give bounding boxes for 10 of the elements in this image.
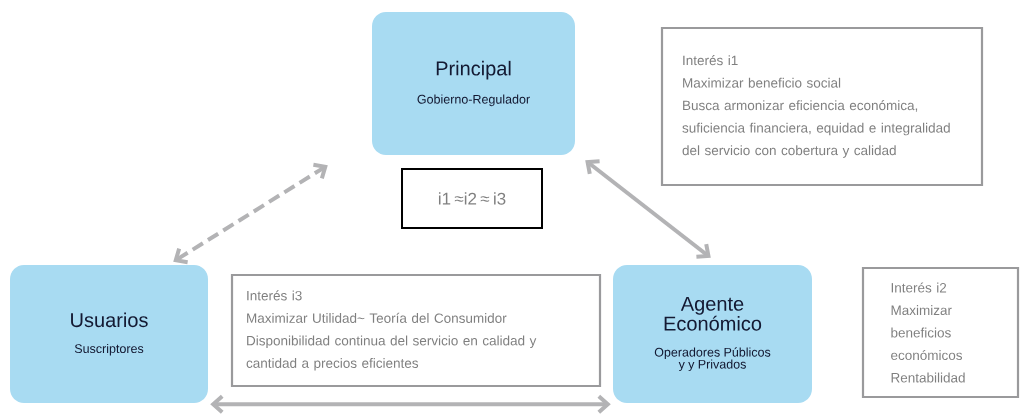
- arrow: [173, 162, 328, 265]
- formula-box: i1 ≈i2 ≈ i3: [401, 168, 543, 229]
- arrow: [585, 159, 711, 259]
- role-box: Principal Gobierno-Regulador: [372, 12, 575, 155]
- arrow: [210, 394, 611, 414]
- interest-box: Interés i2 Maximizar beneficios económicos Rentabilidad: [861, 266, 1020, 399]
- interest-box: Interés i3 Maximizar Utilidad~ Teoría del Consumidor Disponibilidad continua del servicio en calidad y cantidad a precios eficientes: [230, 273, 602, 388]
- interest-box: Interés i1 Maximizar beneficio social Busca armonizar eficiencia económica, suficiencia financiera, equidad e integralidad del servicio con cobertura y calidad: [660, 26, 984, 187]
- role-box: Agente Económico Operadores Públicos y y Privados: [613, 265, 812, 403]
- role-box: Usuarios Suscriptores: [10, 265, 208, 403]
